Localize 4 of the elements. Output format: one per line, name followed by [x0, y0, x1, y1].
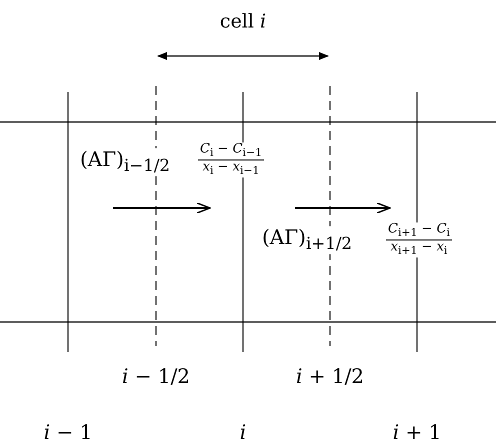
fraction-numerator: C$_{i}$ − C$_{i−1}$ — [198, 142, 264, 160]
fraction-numerator: C$_{i+1}$ − C$_{i}$ — [386, 222, 452, 240]
fraction-denominator: x$_{i}$ − x$_{i−1}$ — [202, 160, 260, 178]
fraction-denominator: x$_{i+1}$ − x$_{i}$ — [390, 240, 448, 258]
